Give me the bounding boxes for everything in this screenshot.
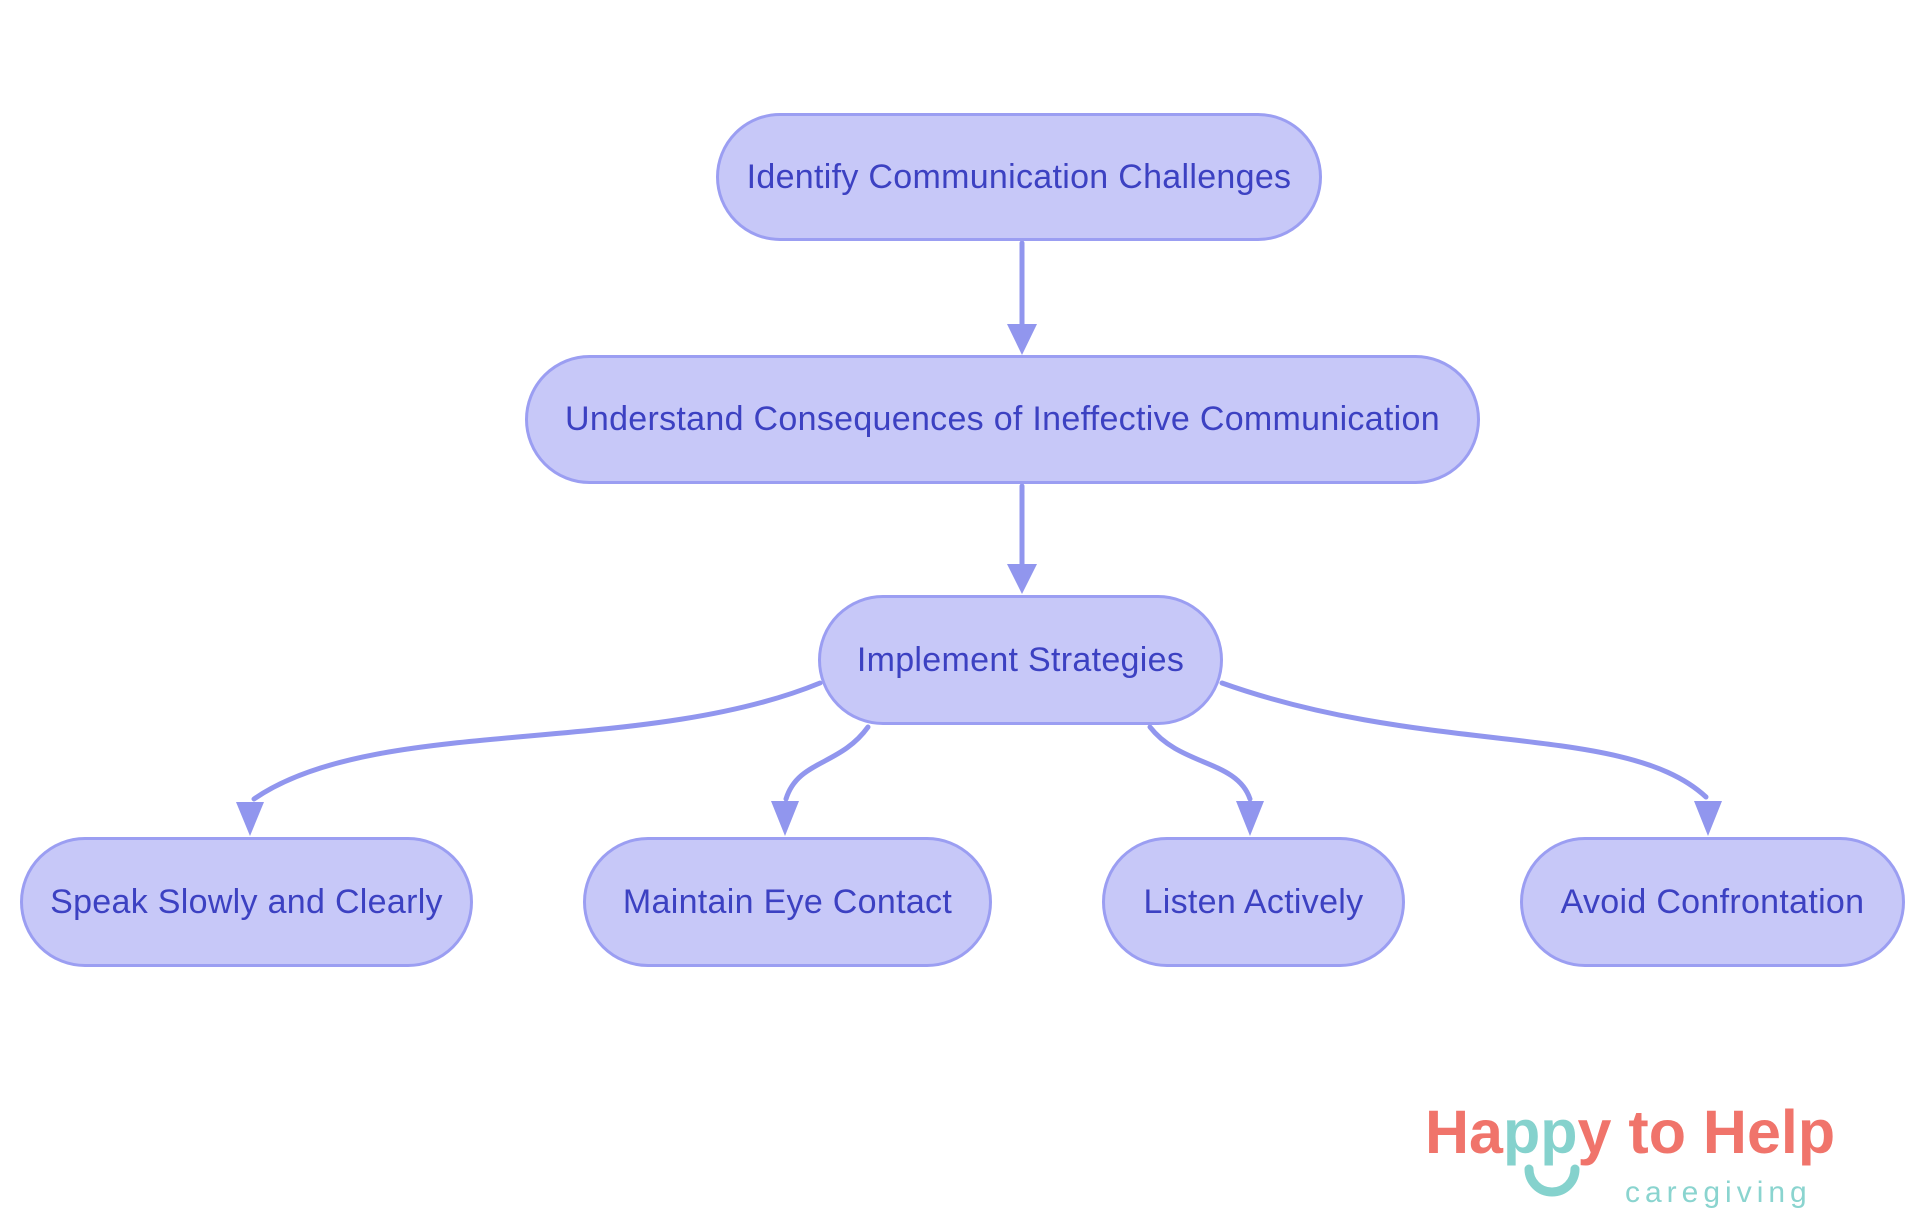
flow-node-listen-actively: Listen Actively (1102, 837, 1405, 967)
flow-node-maintain-eye-contact: Maintain Eye Contact (583, 837, 992, 967)
edge-implement-to-speak (251, 680, 823, 802)
flow-node-label: Implement Strategies (856, 640, 1185, 679)
logo-wordmark: Happy to Help (1425, 1102, 1835, 1163)
arrowhead-understand (1007, 324, 1037, 355)
flow-node-label: Listen Actively (1143, 882, 1364, 921)
flow-node-label: Avoid Confrontation (1560, 882, 1865, 921)
arrowhead-implement (1007, 564, 1037, 594)
logo-text-part: Ha (1425, 1098, 1503, 1166)
logo-text-part: pp (1502, 1098, 1578, 1166)
arrowhead-listen (1236, 801, 1264, 836)
edge-implement-to-avoid (1219, 680, 1709, 800)
flow-node-understand-consequences: Understand Consequences of Ineffective C… (525, 355, 1480, 484)
flow-node-label: Maintain Eye Contact (622, 882, 953, 921)
edge-implement-to-eye (783, 724, 871, 802)
flow-node-speak-slowly-and-clearly: Speak Slowly and Clearly (20, 837, 473, 967)
flow-node-label: Speak Slowly and Clearly (50, 882, 443, 921)
flow-node-avoid-confrontation: Avoid Confrontation (1520, 837, 1905, 967)
smile-icon (1524, 1164, 1580, 1197)
happy-to-help-logo: Happy to Help caregiving (1425, 1102, 1905, 1212)
arrowhead-avoid (1694, 801, 1722, 836)
flow-node-identify-communication-challenges: Identify Communication Challenges (716, 113, 1322, 241)
flow-node-label: Understand Consequences of Ineffective C… (565, 400, 1440, 438)
flow-node-label: Identify Communication Challenges (746, 157, 1292, 196)
arrowhead-speak (236, 802, 264, 836)
arrowhead-eye (771, 801, 799, 836)
edge-implement-to-listen (1147, 724, 1253, 802)
logo-tagline: caregiving (1625, 1176, 1812, 1209)
flow-node-implement-strategies: Implement Strategies (818, 595, 1223, 725)
logo-text-part: y to Help (1577, 1098, 1836, 1166)
